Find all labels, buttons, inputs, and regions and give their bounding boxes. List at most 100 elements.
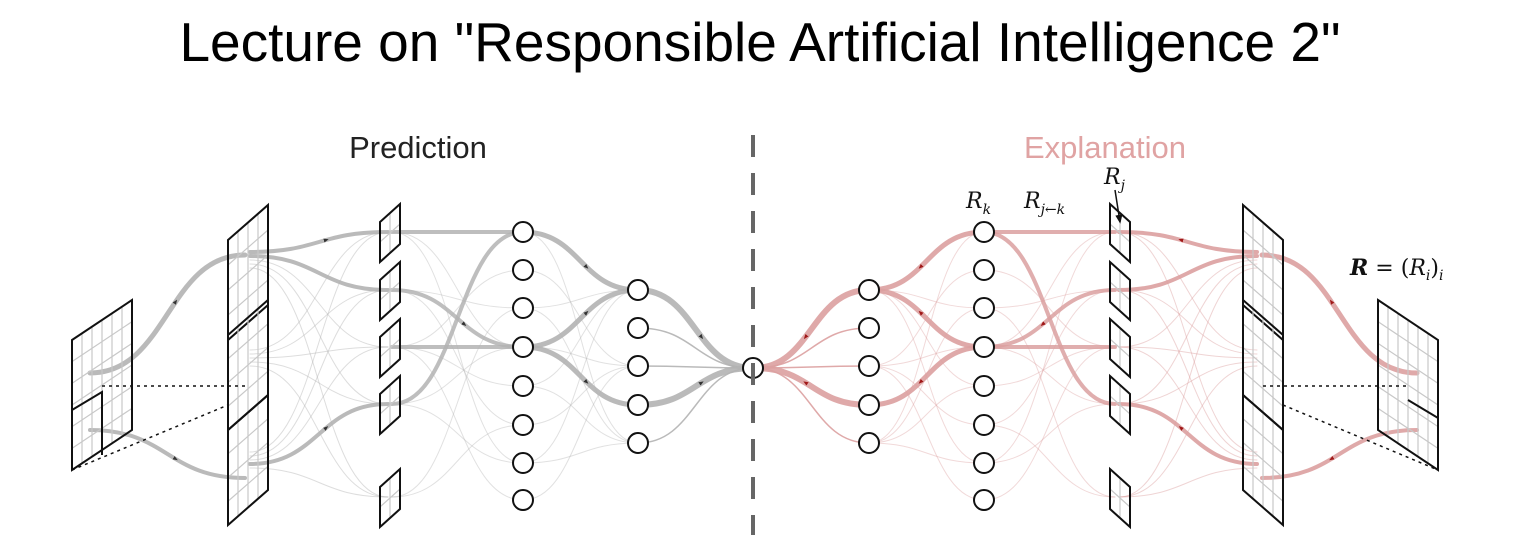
feature-map (1377, 298, 1439, 472)
grid-line (1109, 395, 1131, 415)
flow-line (868, 365, 985, 426)
neuron-node (973, 452, 995, 474)
flow-line (520, 229, 641, 293)
flow-line (391, 289, 524, 426)
flow-line (522, 289, 639, 387)
grid-line (379, 281, 401, 301)
neuron-node (512, 259, 534, 281)
grid-line (1242, 279, 1284, 316)
flow-line (983, 346, 1116, 387)
feature-map (379, 466, 401, 530)
neuron-node (512, 336, 534, 358)
slide-title: Lecture on "Responsible Artificial Intel… (179, 11, 1341, 73)
grid-line (1109, 338, 1131, 358)
grid-line (1242, 442, 1284, 478)
neuron-node (512, 375, 534, 397)
grid-line (227, 465, 269, 502)
map-border (1109, 373, 1131, 437)
grid-line (227, 254, 269, 291)
grid-line (1109, 223, 1131, 243)
dotted-link (1282, 404, 1439, 471)
grid-line (1242, 370, 1284, 407)
flow-line (868, 289, 985, 387)
flow-line (249, 231, 389, 351)
grid-line (227, 347, 269, 383)
neurons (512, 221, 995, 511)
flow-line (1117, 254, 1259, 292)
flow-line (88, 428, 247, 480)
math-label-relevance-vector: R = (Ri)i (1349, 255, 1443, 284)
neuron-node (512, 414, 534, 436)
flow-line (391, 346, 524, 405)
flow-line (391, 307, 524, 498)
grid-line (379, 395, 401, 415)
math-label-rk: Rk (965, 189, 991, 218)
flow-line (983, 424, 1116, 498)
receptive-field (1407, 355, 1439, 420)
grid-line (379, 338, 401, 358)
grid-line (1242, 347, 1284, 383)
flow-line (868, 442, 985, 464)
flow-line (391, 346, 524, 387)
flow-line (1117, 402, 1259, 466)
flow-line (868, 231, 985, 444)
neuron-node (858, 432, 880, 454)
flow-line (1118, 346, 1258, 359)
neuron-node (858, 355, 880, 377)
flow-line (866, 344, 987, 408)
flow-line (391, 403, 524, 464)
receptive-field (71, 390, 103, 455)
flow-line (249, 289, 389, 355)
grid-line (227, 279, 269, 316)
flow-line (249, 259, 389, 348)
flow-line (520, 344, 641, 408)
prediction-label: Prediction (349, 130, 487, 165)
neuron-node (973, 414, 995, 436)
flow-line (391, 424, 524, 498)
neuron-node (973, 259, 995, 281)
grid-line (379, 488, 401, 508)
map-border (379, 373, 401, 437)
flow-line (522, 231, 639, 444)
flow-line (249, 346, 389, 461)
feature-map (227, 392, 269, 528)
feature-map (379, 259, 401, 323)
feature-map (379, 316, 401, 380)
flow-line (522, 385, 639, 444)
flow-line (1118, 263, 1258, 405)
feature-map (1109, 466, 1131, 530)
flow-line (866, 229, 987, 293)
grid-line (1109, 488, 1131, 508)
flow-line (249, 361, 389, 405)
grid-line (227, 442, 269, 478)
flow-line (751, 287, 872, 371)
feature-map (379, 373, 401, 437)
flow-line (868, 365, 985, 501)
feature-map (1109, 316, 1131, 380)
flow-line (249, 346, 389, 359)
flow-line (635, 287, 756, 371)
feature-map (1242, 392, 1284, 528)
flow-line (520, 287, 641, 350)
neuron-node (627, 279, 649, 301)
flow-line (1118, 267, 1258, 498)
grid-line (1242, 254, 1284, 291)
map-border (1109, 259, 1131, 323)
flow-line (391, 269, 524, 348)
map-border (227, 392, 269, 528)
flow-line (1260, 428, 1419, 480)
neuron-node (627, 432, 649, 454)
grid-line (379, 223, 401, 243)
flow-line (248, 254, 390, 292)
feature-map (1109, 373, 1131, 437)
flow-line (1118, 346, 1258, 461)
flow-line (1117, 230, 1259, 254)
flow-line (249, 231, 389, 453)
grid-line (1377, 407, 1439, 449)
flow-line (522, 289, 639, 464)
feature-map (1109, 259, 1131, 323)
flow-line (1118, 289, 1258, 457)
neuron-node (512, 489, 534, 511)
flow-line (390, 230, 525, 406)
map-border (71, 298, 133, 472)
